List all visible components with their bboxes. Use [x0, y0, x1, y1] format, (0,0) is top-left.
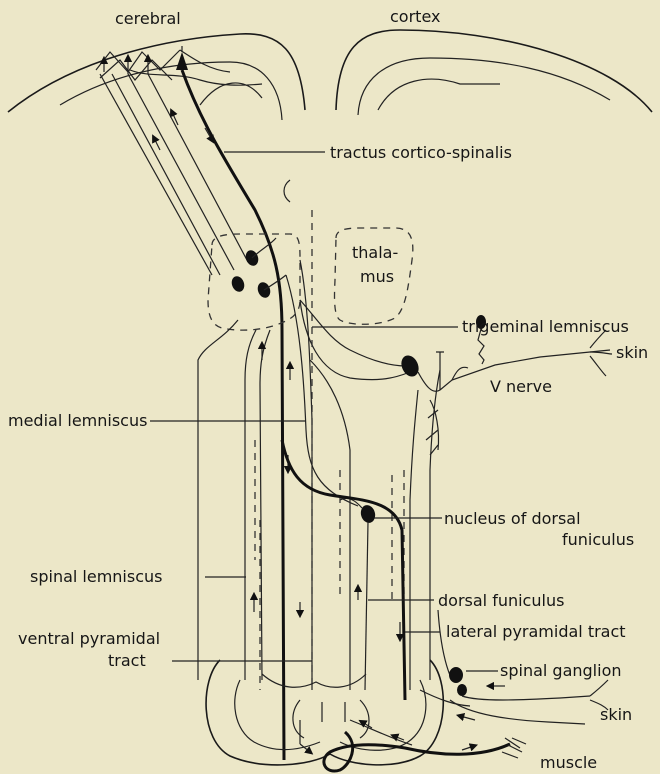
label-spinal-lemniscus: spinal lemniscus — [30, 567, 162, 586]
label-spinal-ganglion: spinal ganglion — [500, 661, 622, 680]
label-v-nerve: V nerve — [490, 377, 552, 396]
cortical-neurons — [96, 46, 262, 85]
label-ventral-pyramidal-tract-line1: ventral pyramidal — [18, 629, 160, 648]
label-muscle: muscle — [540, 753, 597, 772]
label-trigeminal-lemniscus: trigeminal lemniscus — [462, 317, 629, 336]
label-thalamus-line1: thala- — [352, 243, 398, 262]
labels: cerebral cortex tractus cortico-spinalis… — [8, 7, 648, 772]
label-dorsal-funiculus: dorsal funiculus — [438, 591, 564, 610]
label-ventral-pyramidal-tract-line2: tract — [108, 651, 146, 670]
label-cerebral: cerebral — [115, 9, 181, 28]
label-medial-lemniscus: medial lemniscus — [8, 411, 147, 430]
label-skin-top: skin — [616, 343, 648, 362]
label-skin-bottom: skin — [600, 705, 632, 724]
label-nucleus-dorsal-funiculus-line2: funiculus — [562, 530, 634, 549]
label-lateral-pyramidal-tract: lateral pyramidal tract — [446, 622, 626, 641]
medial-lemniscus-path — [254, 275, 400, 690]
label-nucleus-dorsal-funiculus-line1: nucleus of dorsal — [444, 509, 581, 528]
cerebral-cortex-outline — [8, 30, 652, 120]
label-tractus-cortico-spinalis: tractus cortico-spinalis — [330, 143, 512, 162]
label-cortex: cortex — [390, 7, 440, 26]
label-thalamus-line2: mus — [360, 267, 394, 286]
